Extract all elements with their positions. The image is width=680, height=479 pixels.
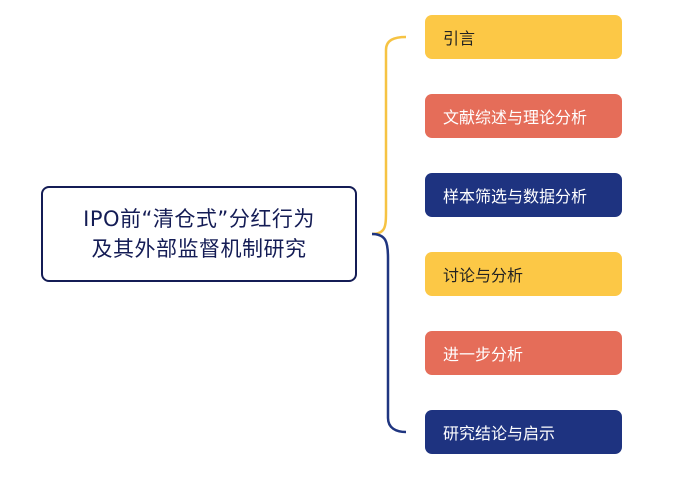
- branch-discussion: 讨论与分析: [425, 252, 622, 296]
- branch-label: 引言: [443, 29, 476, 48]
- branch-label: 进一步分析: [443, 345, 524, 364]
- branch-label: 研究结论与启示: [443, 424, 556, 443]
- branch-literature-review: 文献综述与理论分析: [425, 94, 622, 138]
- branch-sample-data-analysis: 样本筛选与数据分析: [425, 173, 622, 217]
- branch-label: 讨论与分析: [443, 266, 524, 285]
- branch-label: 样本筛选与数据分析: [443, 187, 588, 206]
- root-topic-line-1: IPO前“清仓式”分红行为: [83, 207, 315, 231]
- branch-further-analysis: 进一步分析: [425, 331, 622, 375]
- branch-conclusions: 研究结论与启示: [425, 410, 622, 454]
- lower-bracket-line: [371, 232, 407, 434]
- branch-introduction: 引言: [425, 15, 622, 59]
- root-topic: IPO前“清仓式”分红行为 及其外部监督机制研究: [41, 186, 357, 282]
- branch-label: 文献综述与理论分析: [443, 108, 588, 127]
- upper-bracket-line: [371, 35, 407, 236]
- root-topic-line-2: 及其外部监督机制研究: [91, 237, 307, 261]
